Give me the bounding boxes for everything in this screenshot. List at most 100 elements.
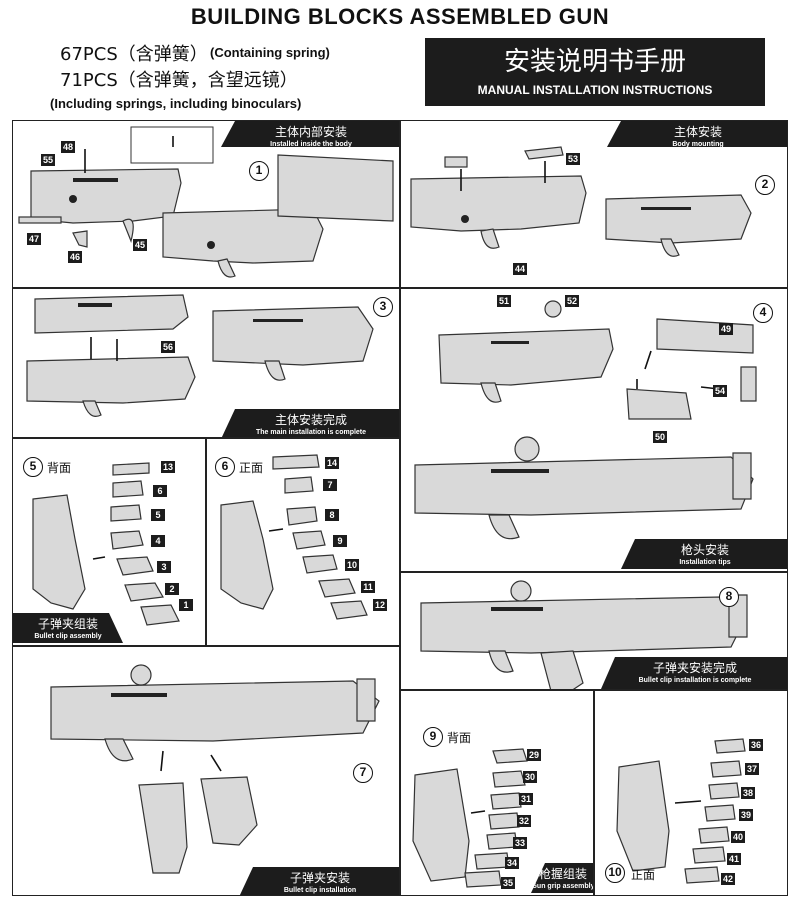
piece-count-67-en: (Containing spring) (210, 45, 330, 60)
step-6-panel: 6 正面 14 7 8 9 10 11 12 (206, 438, 400, 646)
step-6-number: 6 (215, 457, 235, 477)
step-2-subtitle: Body mounting (672, 141, 724, 148)
part-label-33: 33 (513, 837, 528, 849)
step-1-title: 主体内部安装 (274, 125, 347, 139)
step-8-illustration (420, 580, 748, 689)
part-label-2: 2 (165, 583, 179, 595)
step-7-panel: 7 子弹夹安装 Bullet clip installation (12, 646, 400, 896)
step-9-number: 9 (423, 727, 443, 747)
step-5-panel: 5 背面 13 6 5 4 3 2 1 子弹夹组装 Bullet clip as… (12, 438, 206, 646)
step-4-caption: 枪头安装 Installation tips (621, 539, 787, 569)
part-label-34: 34 (505, 857, 520, 869)
step-10-side-label: 正面 (631, 868, 656, 882)
step-1-number: 1 (249, 161, 269, 181)
step-5-subtitle: Bullet clip assembly (34, 633, 102, 640)
step-9-panel: 9 背面 29 30 31 32 33 34 35 枪握组装 Gun grip … (400, 690, 594, 896)
part-label-12: 12 (373, 599, 388, 611)
part-label-56: 56 (161, 341, 176, 353)
step-9-title: 枪握组装 (538, 867, 587, 881)
step-7-title: 子弹夹安装 (289, 871, 350, 885)
step-2-panel: 53 44 主体安装 Body mounting 2 (400, 120, 788, 288)
step-6-illustration (220, 454, 368, 620)
step-9-illustration (412, 748, 528, 888)
piece-count-67: 67PCS（含弹簧） (60, 44, 208, 65)
step-7-number: 7 (353, 763, 373, 783)
part-label-48: 48 (61, 141, 76, 153)
step-2-caption: 主体安装 Body mounting (607, 121, 787, 148)
part-label-50: 50 (653, 431, 668, 443)
step-7-subtitle: Bullet clip installation (283, 887, 357, 894)
step-2-illustration (410, 146, 752, 257)
step-8-panel: 8 子弹夹安装完成 Bullet clip installation is co… (400, 572, 788, 690)
step-4-illustration (414, 300, 757, 540)
step-1-illustration (18, 126, 394, 278)
step-7-caption: 子弹夹安装 Bullet clip installation (239, 867, 399, 895)
step-5-number: 5 (23, 457, 43, 477)
part-label-8: 8 (325, 509, 339, 521)
manual-title-en: MANUAL INSTALLATION INSTRUCTIONS (477, 83, 713, 97)
step-4-subtitle: Installation tips (679, 559, 731, 566)
step-9-subtitle: Gun grip assembly (531, 883, 594, 890)
step-3-illustration (26, 294, 374, 417)
step-8-subtitle: Bullet clip installation is complete (638, 677, 752, 684)
manual-title-zh: 安装说明书手册 (503, 47, 686, 77)
step-6-side-label: 正面 (239, 461, 264, 475)
step-1-caption: 主体内部安装 Installed inside the body (221, 121, 399, 148)
part-label-14: 14 (325, 457, 340, 469)
step-8-caption: 子弹夹安装完成 Bullet clip installation is comp… (601, 657, 787, 689)
step-10-illustration (616, 738, 746, 884)
step-5-caption: 子弹夹组装 Bullet clip assembly (13, 613, 123, 643)
step-1-panel: 48 55 47 46 45 主体内部安装 Installed inside t… (12, 120, 400, 288)
step-4-number: 4 (753, 303, 773, 323)
part-label-6: 6 (153, 485, 167, 497)
part-label-10: 10 (345, 559, 360, 571)
step-3-panel: 56 3 主体安装完成 The main installation is com… (12, 288, 400, 438)
part-label-51: 51 (497, 295, 512, 307)
part-label-44: 44 (513, 263, 528, 275)
step-5-title: 子弹夹组装 (37, 617, 98, 631)
step-9-side-label: 背面 (447, 731, 472, 745)
step-10-panel: 36 37 38 39 40 41 42 10 正面 (594, 690, 788, 896)
part-label-40: 40 (731, 831, 746, 843)
part-label-36: 36 (749, 739, 764, 751)
step-10-number: 10 (605, 863, 625, 883)
step-7-illustration (50, 664, 380, 874)
part-label-4: 4 (151, 535, 165, 547)
part-label-5: 5 (151, 509, 165, 521)
part-label-46: 46 (68, 251, 83, 263)
part-label-1: 1 (179, 599, 193, 611)
part-label-39: 39 (739, 809, 754, 821)
step-8-number: 8 (719, 587, 739, 607)
step-5-side-label: 背面 (47, 461, 72, 475)
part-label-32: 32 (517, 815, 532, 827)
part-label-42: 42 (721, 873, 736, 885)
part-label-7: 7 (323, 479, 337, 491)
part-label-29: 29 (527, 749, 542, 761)
part-label-41: 41 (727, 853, 742, 865)
part-label-45: 45 (133, 239, 148, 251)
step-5-illustration (32, 462, 180, 626)
step-3-title: 主体安装完成 (274, 413, 347, 427)
part-label-37: 37 (745, 763, 760, 775)
step-3-subtitle: The main installation is complete (255, 429, 367, 436)
part-label-54: 54 (713, 385, 728, 397)
piece-count-71: 71PCS（含弹簧，含望远镜） (60, 70, 298, 91)
part-label-55: 55 (41, 154, 56, 166)
step-3-number: 3 (373, 297, 393, 317)
part-label-11: 11 (361, 581, 375, 593)
piece-count-71-en: (Including springs, including binoculars… (50, 96, 302, 111)
step-1-subtitle: Installed inside the body (270, 141, 352, 148)
part-label-35: 35 (501, 877, 516, 889)
part-label-13: 13 (161, 461, 176, 473)
part-label-49: 49 (719, 323, 734, 335)
manual-banner: 安装说明书手册 MANUAL INSTALLATION INSTRUCTIONS (425, 38, 765, 106)
part-label-38: 38 (741, 787, 756, 799)
part-label-9: 9 (333, 535, 347, 547)
step-2-title: 主体安装 (673, 125, 722, 139)
step-3-caption: 主体安装完成 The main installation is complete (221, 409, 399, 437)
part-label-47: 47 (27, 233, 42, 245)
part-label-53: 53 (566, 153, 581, 165)
step-2-number: 2 (755, 175, 775, 195)
part-label-31: 31 (519, 793, 534, 805)
step-4-panel: 51 52 49 54 50 4 枪头安装 Installation tips (400, 288, 788, 572)
